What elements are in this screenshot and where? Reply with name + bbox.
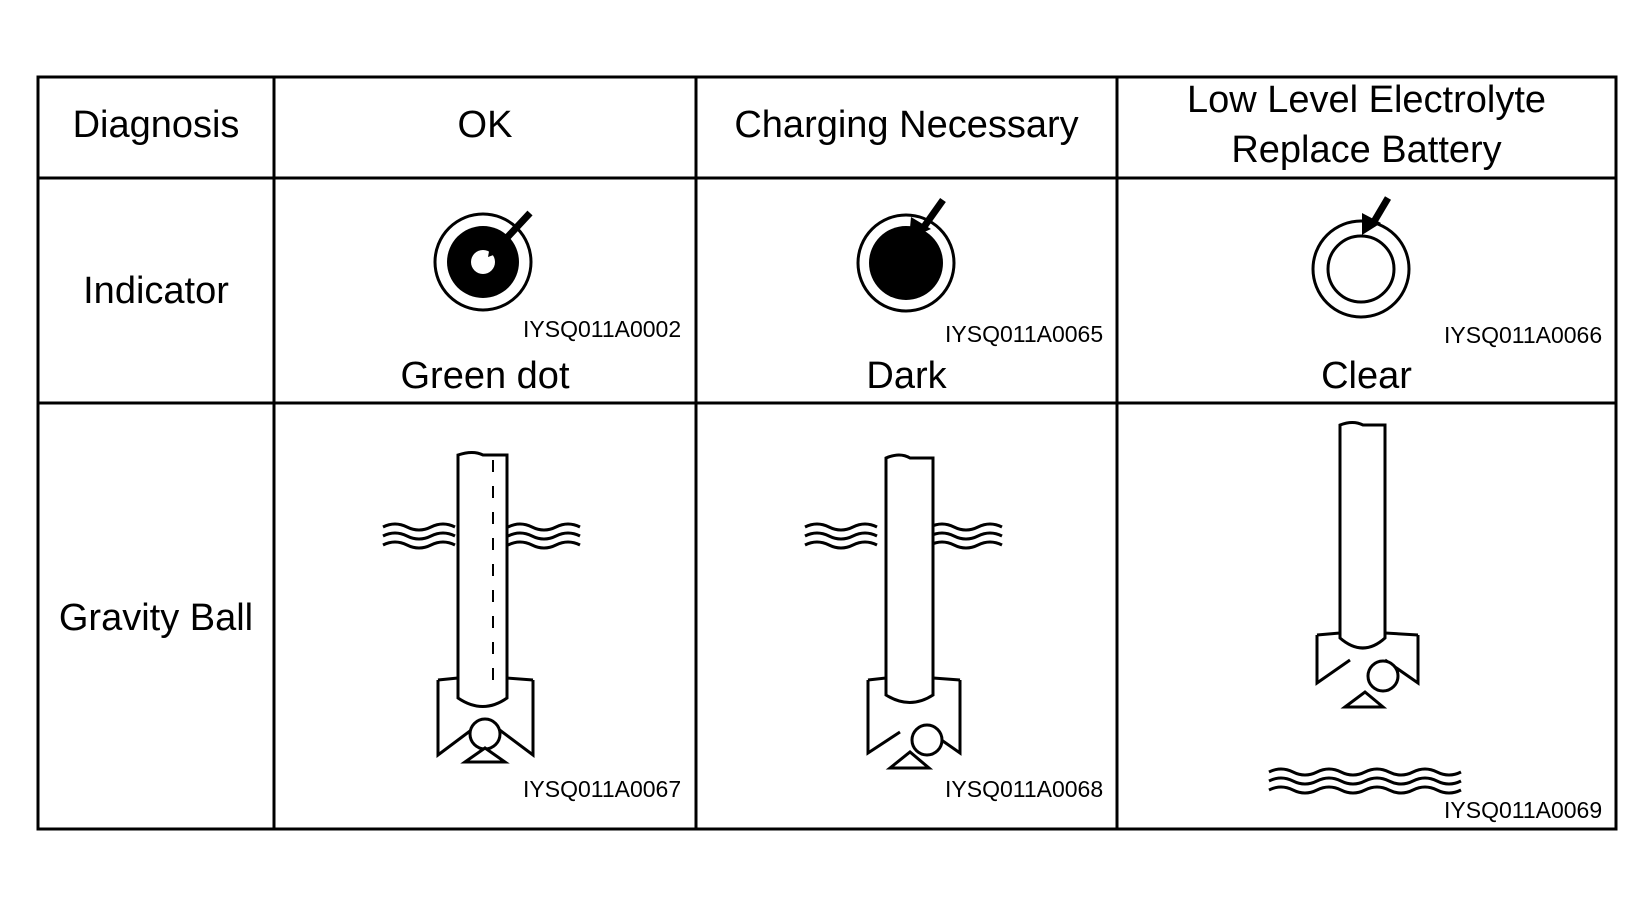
header-replace-battery: Replace Battery	[1231, 129, 1502, 171]
indicator-code-low-level: IYSQ011A0066	[1444, 322, 1603, 348]
gravity-ball-charging-illustration	[804, 453, 1003, 770]
indicator-label-green-dot: Green dot	[400, 355, 570, 397]
header-low-level-electrolyte: Low Level Electrolyte	[1186, 79, 1547, 121]
header-diagnosis: Diagnosis	[72, 104, 240, 146]
row-label-indicator: Indicator	[83, 270, 229, 312]
gravity-ball-code-ok: IYSQ011A0067	[523, 776, 682, 802]
indicator-code-charging: IYSQ011A0065	[945, 321, 1104, 347]
header-ok: OK	[457, 104, 513, 146]
indicator-label-clear: Clear	[1321, 355, 1412, 397]
header-charging-necessary: Charging Necessary	[734, 104, 1079, 146]
gravity-ball-low-level-illustration	[1268, 421, 1462, 795]
indicator-dark-icon	[856, 197, 956, 313]
gravity-ball-ok-illustration	[382, 451, 581, 764]
indicator-green-dot-icon	[433, 210, 533, 312]
indicator-clear-icon	[1311, 196, 1411, 319]
row-label-gravity-ball: Gravity Ball	[58, 597, 254, 639]
indicator-label-dark: Dark	[866, 355, 947, 397]
indicator-code-ok: IYSQ011A0002	[523, 316, 682, 342]
gravity-ball-code-low-level: IYSQ011A0069	[1444, 797, 1603, 823]
gravity-ball-code-charging: IYSQ011A0068	[945, 776, 1104, 802]
